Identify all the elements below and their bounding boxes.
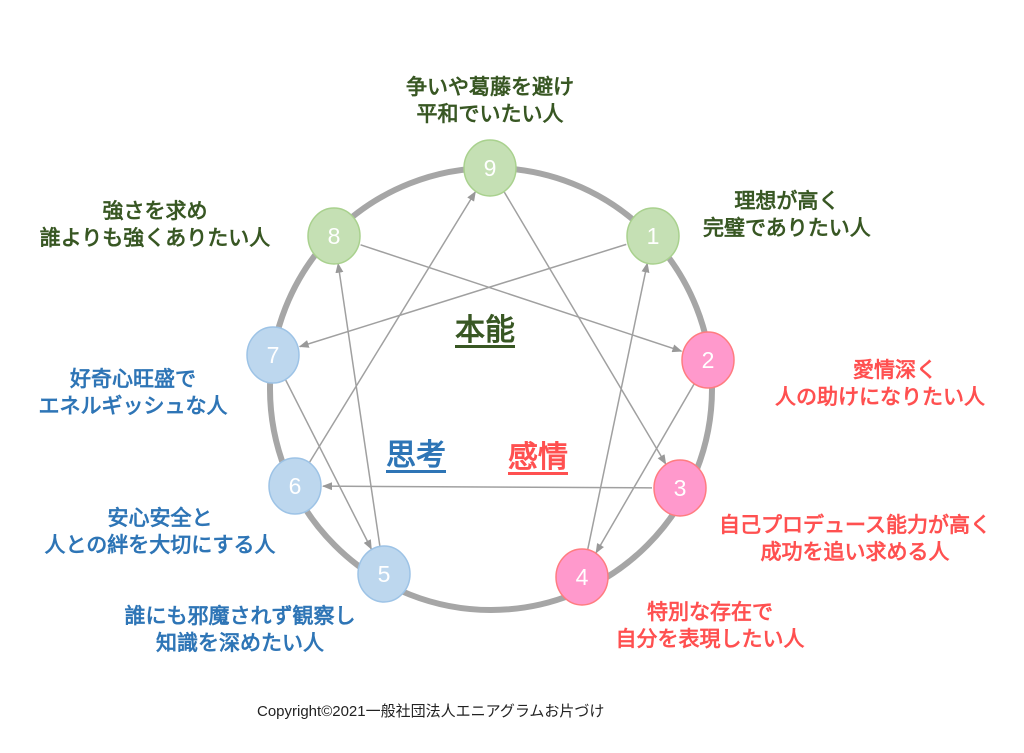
type-6-label: 安心安全と人との絆を大切にする人 (44, 506, 276, 557)
center-feeling: 感情 (508, 440, 568, 475)
arrow-3-to-6 (321, 482, 653, 491)
type-number: 2 (702, 347, 715, 373)
type-7-node: 7 (246, 326, 300, 384)
copyright: Copyright©2021一般社団法人エニアグラムお片づけ (257, 703, 605, 720)
arrow-6-to-9 (308, 191, 477, 463)
type-5-label: 誰にも邪魔されず観察し知識を深めたい人 (124, 604, 356, 655)
type-number: 9 (484, 155, 497, 181)
type-9-label: 争いや葛藤を避け平和でいたい人 (406, 75, 574, 126)
type-number: 7 (267, 342, 280, 368)
type-8-label: 強さを求め誰よりも強くありたい人 (39, 199, 271, 250)
type-number: 6 (289, 473, 302, 499)
type-number: 4 (576, 564, 589, 590)
arrow-8-to-2 (360, 244, 683, 353)
type-1-node: 1 (626, 207, 680, 265)
type-number: 1 (647, 223, 660, 249)
center-thinking: 思考 (386, 438, 446, 473)
type-2-node: 2 (681, 331, 735, 389)
arrow-4-to-1 (586, 262, 650, 550)
arrow-7-to-5 (284, 379, 373, 550)
type-7-label: 好奇心旺盛でエネルギッシュな人 (38, 367, 228, 418)
type-5-node: 5 (357, 545, 411, 603)
type-number: 5 (378, 561, 391, 587)
arrow-2-to-4 (595, 383, 695, 554)
type-1-label: 理想が高く完璧でありたい人 (703, 189, 871, 240)
type-6-node: 6 (268, 457, 322, 515)
type-9-node: 9 (463, 139, 517, 197)
type-2-label: 愛情深く人の助けになりたい人 (775, 358, 985, 409)
type-3-node: 3 (653, 459, 707, 517)
arrow-5-to-8 (335, 262, 381, 547)
center-instinct: 本能 (455, 313, 515, 348)
arrow-1-to-7 (298, 243, 627, 348)
type-number: 3 (674, 475, 687, 501)
type-4-label: 特別な存在で自分を表現したい人 (615, 600, 805, 651)
arrow-9-to-3 (503, 191, 667, 465)
type-number: 8 (328, 223, 341, 249)
type-4-node: 4 (555, 548, 609, 606)
type-8-node: 8 (307, 207, 361, 265)
type-3-label: 自己プロデュース能力が高く成功を追い求める人 (719, 513, 991, 564)
